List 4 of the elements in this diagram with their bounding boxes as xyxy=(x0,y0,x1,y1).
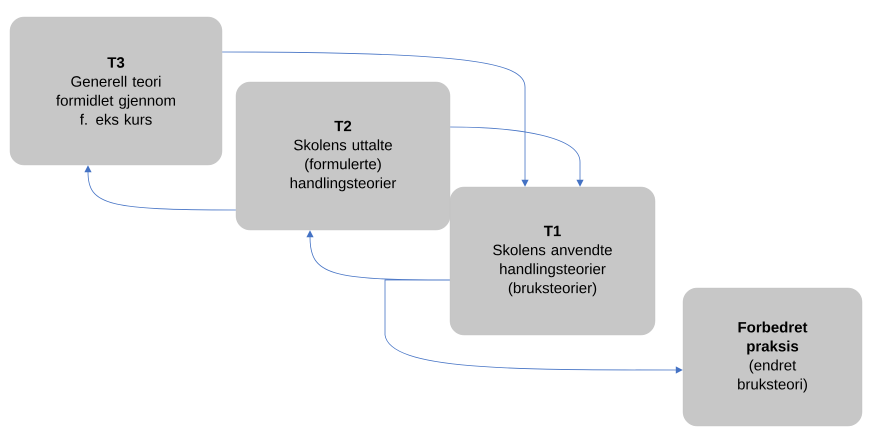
process-box: T3 Generell teori formidlet gjennom f. eks kurs xyxy=(10,16,222,166)
process-box: Forbedret praksis (endret bruksteori) xyxy=(682,288,862,426)
process-box: T2 Skolens uttalte (formulerte) handlingsteorier xyxy=(236,82,450,230)
process-box: T1 Skolens anvendte handlingsteorier (bruksteorier) xyxy=(450,186,656,336)
